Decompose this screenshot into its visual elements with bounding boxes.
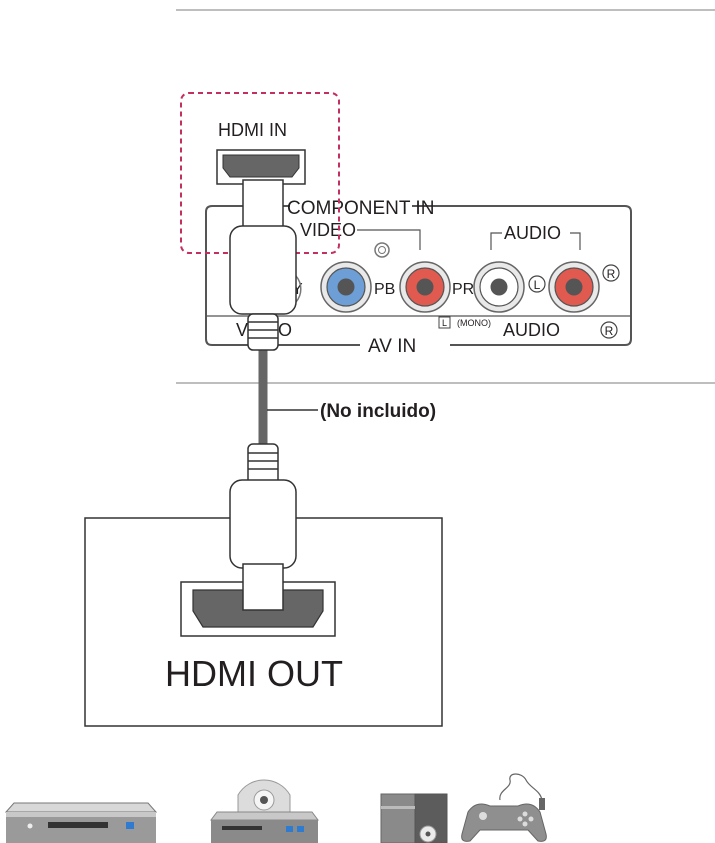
mono-label: (MONO) (457, 318, 491, 328)
audio-bottom-label: AUDIO (503, 320, 560, 340)
pb-label: PB (374, 281, 395, 298)
pc-tower-icon (380, 793, 448, 843)
audio-bracket-right (570, 232, 581, 250)
audio-r-jack[interactable] (548, 261, 600, 313)
top-plug-strain-relief (247, 313, 279, 351)
pb-jack[interactable] (320, 261, 372, 313)
y-label: Y (292, 281, 303, 298)
bottom-plug-tip (242, 563, 284, 611)
video-bracket (357, 229, 421, 250)
cable-callout-label: (No incluido) (320, 401, 436, 422)
top-plug-body (229, 225, 297, 315)
blu-ray-player-icon (4, 802, 158, 843)
audio-r-label: R (607, 267, 616, 281)
hdmi-cable (229, 179, 297, 611)
audio-r-marker (602, 264, 620, 282)
component-in-label: COMPONENT IN (287, 198, 434, 219)
screw-hole-icon (374, 242, 390, 258)
dvd-player-icon (210, 779, 319, 843)
audio-bottom-r-marker (600, 321, 618, 339)
hdmi-in-label: HDMI IN (218, 120, 287, 140)
audio-l-jack[interactable] (473, 261, 525, 313)
game-controller-icon (461, 773, 547, 842)
video-group-label: VIDEO (300, 220, 356, 240)
hdmi-in-port[interactable] (216, 149, 306, 185)
tv-back-panel: COMPONENT IN VIDEO AUDIO Y PB PR (205, 198, 632, 357)
audio-bracket-left (490, 232, 502, 250)
audio-l-label: L (534, 278, 541, 292)
av-in-label: AV IN (368, 336, 416, 357)
pr-label: PR (452, 281, 474, 298)
top-plug-tip (242, 179, 284, 231)
audio-bottom-r-label: R (605, 324, 614, 338)
mono-l-label: L (442, 318, 447, 328)
mono-l-marker (438, 316, 451, 329)
bottom-plug-strain-relief (247, 443, 279, 485)
bottom-plug-body (229, 479, 297, 569)
audio-l-marker (528, 275, 546, 293)
audio-group-label: AUDIO (504, 223, 561, 243)
pr-jack[interactable] (399, 261, 451, 313)
hdmi-out-label: HDMI OUT (165, 653, 343, 694)
